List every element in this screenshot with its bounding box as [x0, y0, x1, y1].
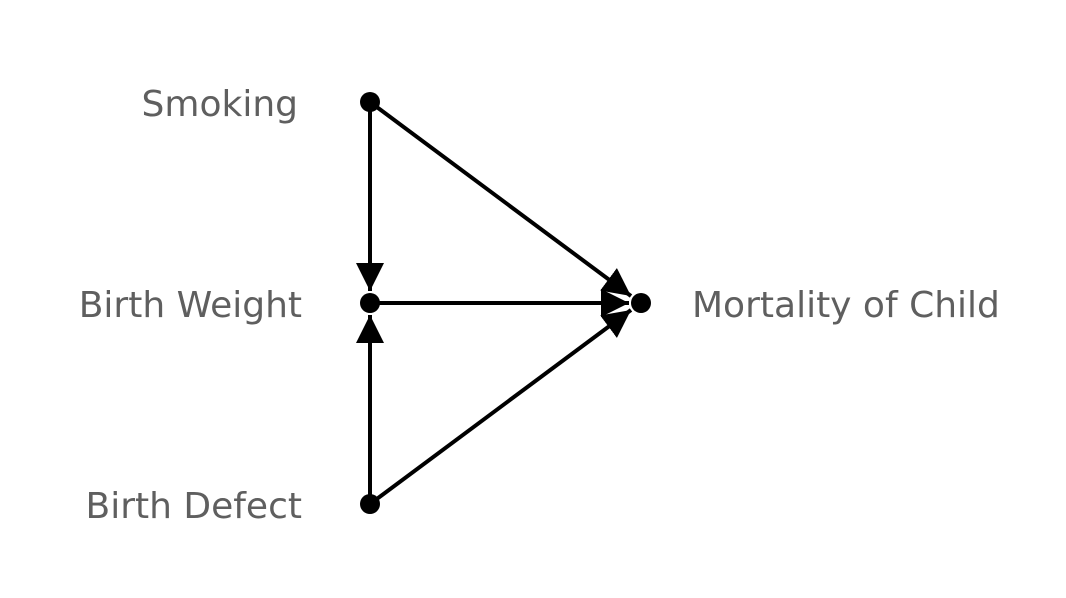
edge-birth-defect-to-mortality [368, 308, 633, 506]
node-birth-defect [360, 494, 380, 514]
labels: Smoking Birth Weight Birth Defect Mortal… [79, 84, 1000, 527]
node-smoking [360, 92, 380, 112]
label-mortality: Mortality of Child [692, 285, 1000, 326]
edge-smoking-to-mortality [368, 100, 633, 298]
label-birth-defect: Birth Defect [86, 486, 302, 527]
nodes [360, 92, 651, 514]
label-smoking: Smoking [142, 84, 298, 125]
node-mortality [631, 293, 651, 313]
edges [356, 100, 633, 506]
node-birth-weight [360, 293, 380, 313]
label-birth-weight: Birth Weight [79, 285, 302, 326]
